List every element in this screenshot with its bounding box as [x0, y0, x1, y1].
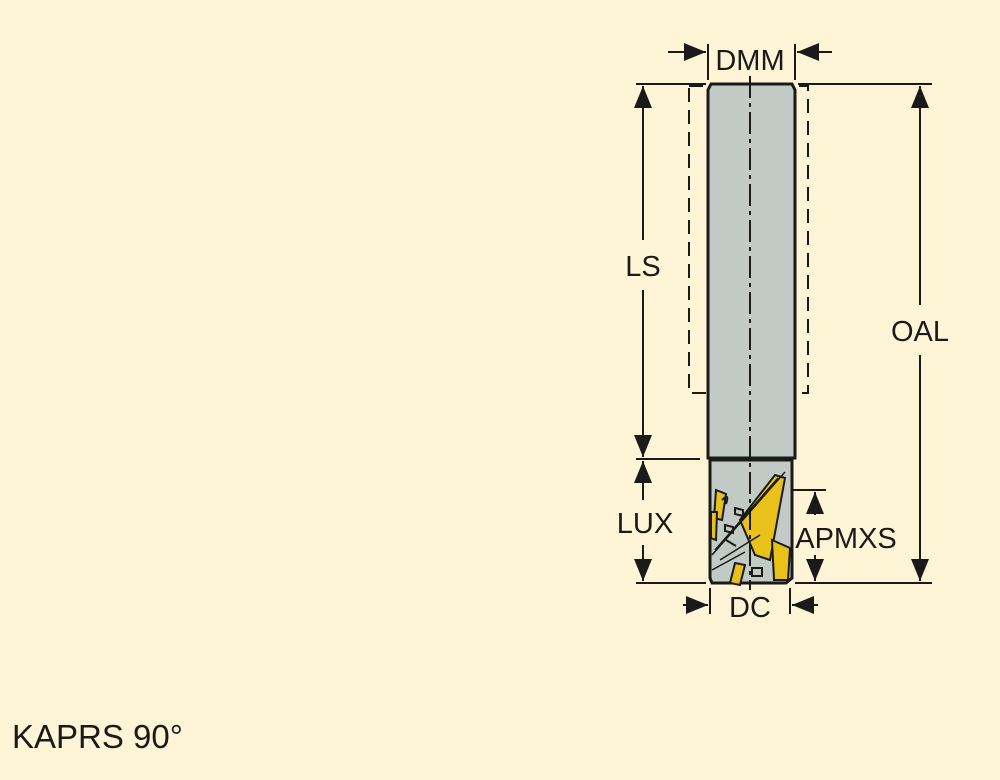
label-lux: LUX	[617, 508, 673, 540]
cutting-inserts	[710, 471, 792, 587]
label-ls: LS	[625, 251, 660, 283]
label-oal: OAL	[891, 316, 949, 348]
tool-shank	[706, 82, 797, 460]
label-apmxs: APMXS	[795, 523, 897, 555]
approach-angle-caption: KAPRS 90°	[12, 718, 183, 755]
label-dmm: DMM	[715, 45, 784, 77]
label-dc: DC	[729, 592, 771, 624]
